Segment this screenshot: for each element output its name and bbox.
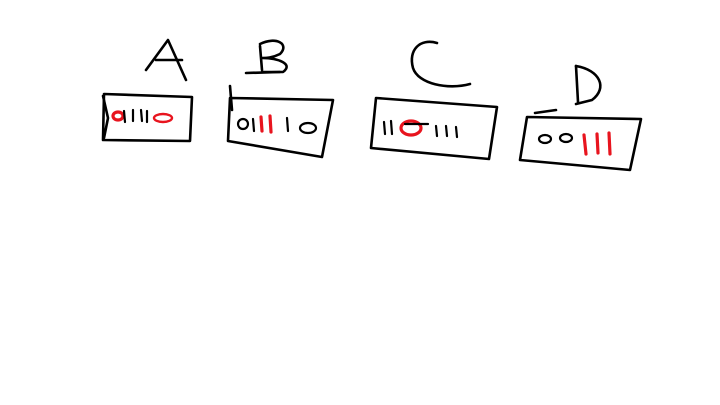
option-b-sequence: 01110 — [236, 114, 318, 135]
option-d-sequence: 00111 — [537, 131, 612, 156]
option-a-box — [101, 92, 194, 143]
option-d-label: D — [574, 64, 602, 106]
option-d[interactable]: D 00111 — [518, 64, 643, 172]
option-c-sequence: 110111 — [382, 119, 459, 139]
option-a-label: A — [144, 38, 188, 82]
option-b-label: B — [244, 39, 288, 75]
option-c-box — [369, 96, 499, 161]
option-d-box — [518, 108, 643, 172]
option-b-box — [226, 84, 335, 159]
option-c-label: C — [410, 40, 472, 88]
option-a[interactable]: A 0110 — [101, 38, 194, 143]
option-a-sequence: 0110 — [111, 108, 174, 124]
option-c[interactable]: C 110111 — [369, 40, 499, 161]
option-b[interactable]: B 01110 — [226, 39, 335, 159]
